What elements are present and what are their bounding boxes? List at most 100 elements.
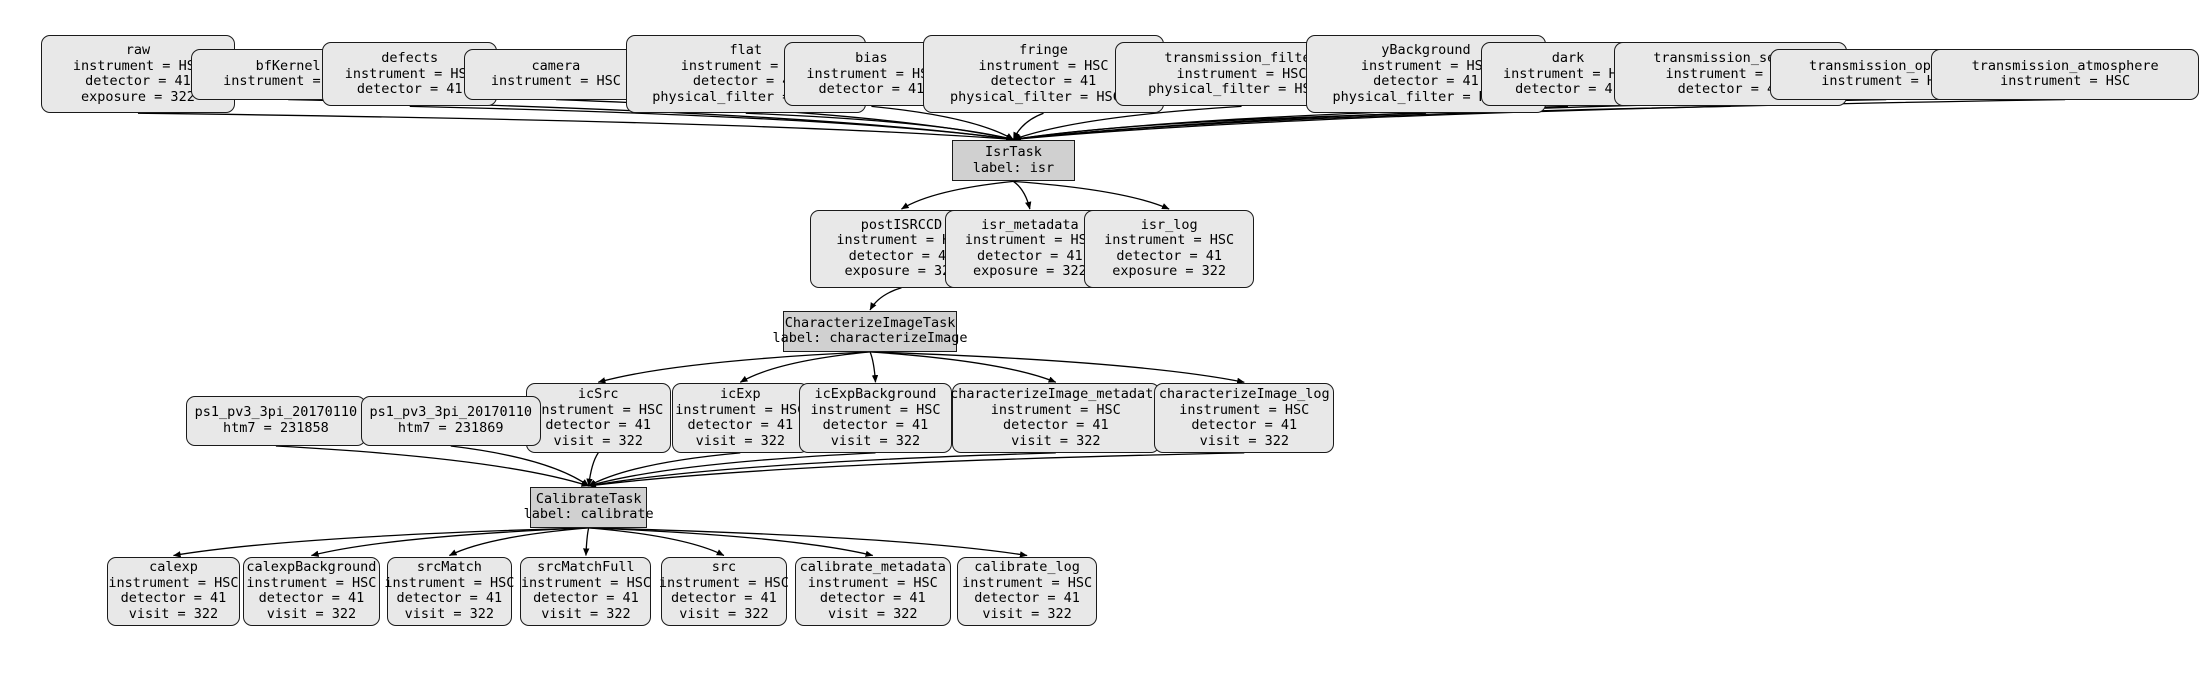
node-line: instrument = HSC [246, 574, 377, 591]
node-line: detector = 41 [1002, 417, 1109, 434]
node-line: detector = 41 [356, 81, 463, 98]
node-line: detector = 41 [848, 247, 955, 264]
node-line: physical_filter = HSC-Y [1332, 88, 1520, 105]
node-line: instrument = HSC [72, 57, 203, 74]
node-line: instrument = HSC [1502, 65, 1633, 82]
graph-edge [588, 527, 874, 557]
node-line: IsrTask [984, 144, 1042, 161]
node-line: exposure = 322 [844, 263, 959, 280]
node-line: visit = 322 [679, 605, 769, 622]
node-line: detector = 41 [671, 590, 777, 607]
graph-edge [1012, 112, 1044, 140]
graph-edge [588, 452, 1245, 489]
node-line: instrument = HSC [1104, 232, 1235, 249]
node-line: flat [729, 42, 762, 59]
graph-edge [1013, 112, 1426, 142]
node-line: defects [381, 50, 439, 67]
node-line: label: calibrate [523, 506, 654, 523]
node-line: detector = 41 [692, 73, 799, 90]
graph-edge [588, 452, 741, 487]
graph-edge [869, 287, 902, 311]
node-line: htm7 = 231858 [223, 419, 329, 436]
node-line: isr_metadata [981, 216, 1079, 233]
graph-edge [869, 351, 879, 383]
node-line: transmission_optics [1809, 57, 1964, 74]
node-line: instrument = HSC [806, 65, 937, 82]
node-line: transmission_filter [1164, 50, 1319, 67]
graph-edge [1013, 180, 1032, 210]
graph-edge [583, 527, 590, 556]
node-line: calibrate_log [974, 559, 1080, 576]
node-line: detector = 41 [1191, 417, 1298, 434]
node-line: instrument = HSC [990, 401, 1121, 418]
node-line: srcMatchFull [537, 559, 635, 576]
node-line: yBackground [1381, 42, 1471, 59]
node-line: detector = 41 [85, 73, 191, 90]
node-line: characterizeImage_log [1158, 386, 1330, 403]
node-line: visit = 322 [541, 605, 631, 622]
node-line: visit = 322 [695, 432, 785, 449]
graph-edge [311, 527, 589, 557]
node-line: visit = 322 [1199, 432, 1289, 449]
graph-edge [588, 527, 725, 557]
graph-edge [137, 112, 1014, 143]
node-line: ps1_pv3_3pi_20170110 [194, 404, 358, 421]
node-line: instrument = HSC [490, 73, 621, 90]
node-line: visit = 322 [404, 605, 495, 622]
node-line: instrument = HSC [836, 232, 967, 249]
node-line: instrument = HSC [520, 574, 651, 591]
node-line: ps1_pv3_3pi_20170110 [369, 404, 532, 421]
node-line: htm7 = 231869 [397, 419, 504, 436]
graph-edge [1013, 180, 1170, 210]
node-line: raw [125, 42, 151, 59]
node-line: calibrate_metadata [799, 559, 946, 576]
node-line: instrument = HSC [1821, 73, 1952, 90]
node-line: instrument = HSC [344, 65, 475, 82]
node-line: detector = 41 [977, 247, 1083, 264]
node-line: detector = 41 [818, 81, 925, 98]
node-line: detector = 41 [396, 590, 503, 607]
node-line: visit = 322 [830, 432, 921, 449]
graph-edge [588, 452, 876, 488]
node-line: dark [1551, 50, 1585, 67]
graph-edge [739, 351, 871, 383]
node-line: src [711, 559, 737, 576]
node-line: srcMatch [416, 559, 482, 576]
graph-edge [588, 527, 1028, 558]
node-line: characterizeImage_metadata [950, 386, 1162, 403]
node-line: exposure = 322 [972, 263, 1087, 280]
node-line: instrument = HSC [810, 401, 941, 418]
node-line: visit = 322 [553, 432, 643, 449]
node-line: transmission_sensor [1653, 50, 1808, 67]
node-line: instrument = HSC [1179, 401, 1310, 418]
node-line: calexpBackground [246, 559, 377, 576]
graph-edge [173, 527, 589, 558]
node-line: detector = 41 [687, 417, 794, 434]
node-line: instrument = HSC [807, 574, 938, 591]
node-line: exposure = 322 [81, 88, 195, 105]
